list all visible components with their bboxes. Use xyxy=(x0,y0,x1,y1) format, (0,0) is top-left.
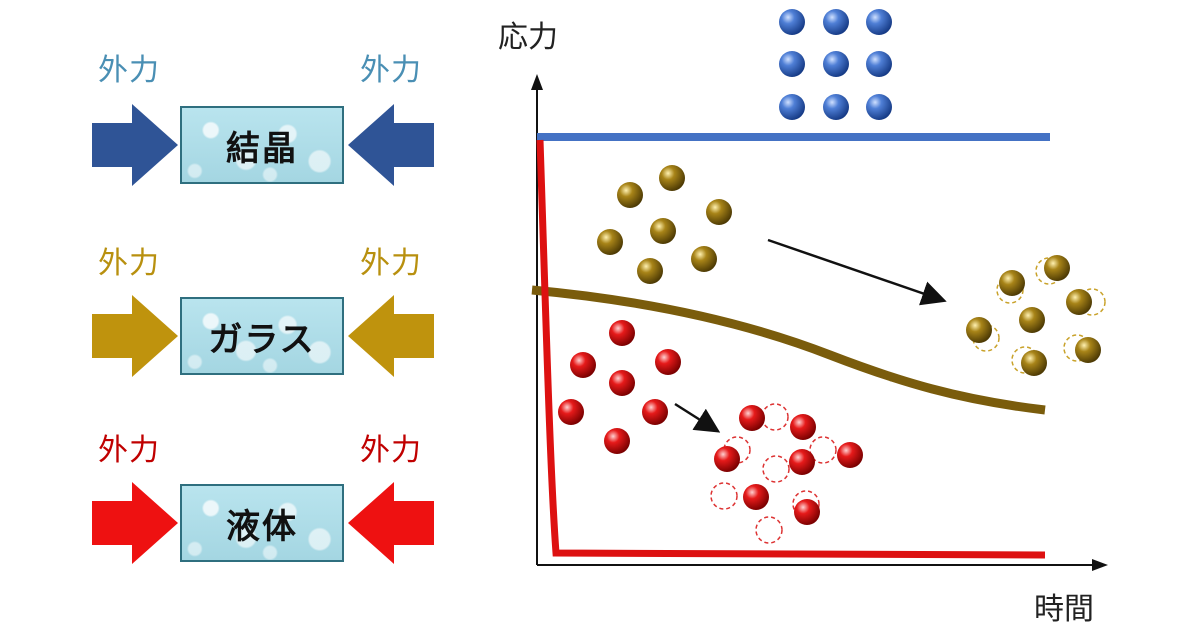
liquid-box: 液体 xyxy=(180,484,344,562)
x-axis-label: 時間 xyxy=(1034,592,1094,627)
force-label-left-crystal: 外力 xyxy=(98,53,160,88)
sphere-icon xyxy=(691,246,717,272)
crystal-box: 結晶 xyxy=(180,106,344,184)
sphere-icon xyxy=(866,51,892,77)
glass-curve xyxy=(531,285,1046,415)
sphere-icon xyxy=(790,414,816,440)
arrow-left-icon xyxy=(348,482,434,564)
crystal-box-label: 結晶 xyxy=(226,128,298,169)
dashed-circle-icon xyxy=(755,516,783,544)
sphere-icon xyxy=(739,405,765,431)
sphere-icon xyxy=(779,94,805,120)
sphere-icon xyxy=(789,449,815,475)
sphere-icon xyxy=(659,165,685,191)
sphere-icon xyxy=(966,317,992,343)
arrow-left-icon xyxy=(348,295,434,377)
glass-particles-after xyxy=(966,255,1106,376)
sphere-icon xyxy=(714,446,740,472)
sphere-icon xyxy=(617,182,643,208)
sphere-icon xyxy=(866,9,892,35)
dashed-circle-icon xyxy=(710,482,738,510)
arrow-right-icon xyxy=(92,482,178,564)
glass-particles-before xyxy=(597,165,732,284)
sphere-icon xyxy=(823,9,849,35)
glass-transition-arrow xyxy=(767,238,947,306)
x-axis-arrowhead xyxy=(1092,559,1108,571)
sphere-icon xyxy=(570,352,596,378)
dashed-circle-icon xyxy=(809,436,837,464)
glass-box: ガラス xyxy=(180,297,344,375)
dashed-circle-icon xyxy=(723,436,751,464)
sphere-icon xyxy=(1075,337,1101,363)
force-label-right-liquid: 外力 xyxy=(360,433,422,468)
dashed-circle-icon xyxy=(1078,288,1106,316)
sphere-icon xyxy=(597,229,623,255)
sphere-icon xyxy=(1019,307,1045,333)
sphere-icon xyxy=(866,94,892,120)
sphere-icon xyxy=(609,320,635,346)
sphere-icon xyxy=(1021,350,1047,376)
sphere-icon xyxy=(837,442,863,468)
sphere-icon xyxy=(655,349,681,375)
sphere-icon xyxy=(637,258,663,284)
dashed-circle-icon xyxy=(761,403,789,431)
sphere-icon xyxy=(779,51,805,77)
arrow-left-icon xyxy=(348,104,434,186)
sphere-icon xyxy=(609,370,635,396)
sphere-icon xyxy=(706,199,732,225)
sphere-icon xyxy=(1066,289,1092,315)
sphere-icon xyxy=(642,399,668,425)
sphere-icon xyxy=(1044,255,1070,281)
sphere-icon xyxy=(650,218,676,244)
dashed-circle-icon xyxy=(762,455,790,483)
liquid-particles-before xyxy=(558,320,681,454)
y-axis-label: 応力 xyxy=(498,20,558,55)
liquid-transition-arrow xyxy=(674,402,721,433)
sphere-icon xyxy=(999,270,1025,296)
dashed-circle-icon xyxy=(792,490,820,518)
force-label-right-glass: 外力 xyxy=(360,246,422,281)
dashed-circle-icon xyxy=(996,276,1024,304)
liquid-box-label: 液体 xyxy=(226,506,298,547)
sphere-icon xyxy=(604,428,630,454)
force-label-left-liquid: 外力 xyxy=(98,433,160,468)
dashed-circle-icon xyxy=(972,324,1000,352)
arrow-right-icon xyxy=(92,104,178,186)
force-label-right-crystal: 外力 xyxy=(360,53,422,88)
liquid-curve xyxy=(536,139,1046,559)
y-axis-arrowhead xyxy=(531,74,543,90)
sphere-icon xyxy=(823,94,849,120)
sphere-icon xyxy=(794,499,820,525)
crystal-particles xyxy=(779,9,892,120)
sphere-icon xyxy=(558,399,584,425)
force-label-left-glass: 外力 xyxy=(98,246,160,281)
arrow-right-icon xyxy=(92,295,178,377)
liquid-particles-after xyxy=(710,403,863,544)
sphere-icon xyxy=(743,484,769,510)
sphere-icon xyxy=(823,51,849,77)
glass-box-label: ガラス xyxy=(208,319,316,360)
sphere-icon xyxy=(779,9,805,35)
